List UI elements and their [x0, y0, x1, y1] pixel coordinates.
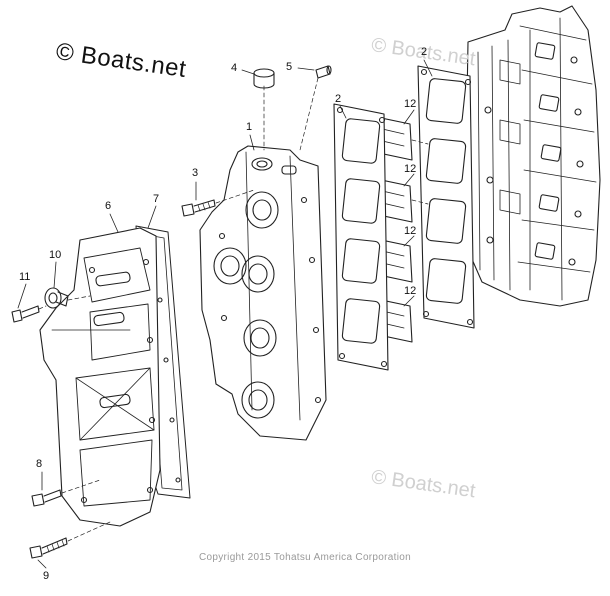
callout-2: 2	[335, 93, 342, 105]
callout-2: 2	[421, 46, 428, 58]
cap-part-4	[253, 68, 275, 89]
bolt-part-8	[31, 489, 62, 507]
bolt-part-11	[11, 305, 40, 323]
callout-12: 12	[404, 285, 417, 297]
gasket-front	[333, 103, 389, 371]
callout-12: 12	[404, 98, 417, 110]
callout-9: 9	[43, 570, 50, 582]
callout-5: 5	[286, 61, 293, 73]
intake-manifold	[199, 145, 327, 441]
callout-3: 3	[192, 167, 199, 179]
callout-6: 6	[105, 200, 112, 212]
callout-4: 4	[231, 62, 238, 74]
alignment-lines	[38, 77, 429, 542]
callout-1: 1	[246, 121, 253, 133]
callout-7: 7	[153, 193, 160, 205]
copyright-notice: Copyright 2015 Tohatsu America Corporati…	[199, 552, 411, 563]
bolt-part-3	[181, 199, 216, 217]
callout-8: 8	[36, 458, 43, 470]
pin-part-5	[315, 65, 332, 79]
callout-11: 11	[19, 271, 31, 283]
bolt-part-9	[29, 537, 68, 559]
gasket-rear	[417, 65, 475, 329]
engine-block	[465, 5, 601, 307]
leader-lines	[17, 59, 433, 569]
callout-10: 10	[49, 249, 62, 261]
intake-cover	[39, 227, 161, 527]
fitting-part-10	[44, 287, 69, 309]
callout-12: 12	[404, 225, 417, 237]
callout-12: 12	[404, 163, 417, 175]
